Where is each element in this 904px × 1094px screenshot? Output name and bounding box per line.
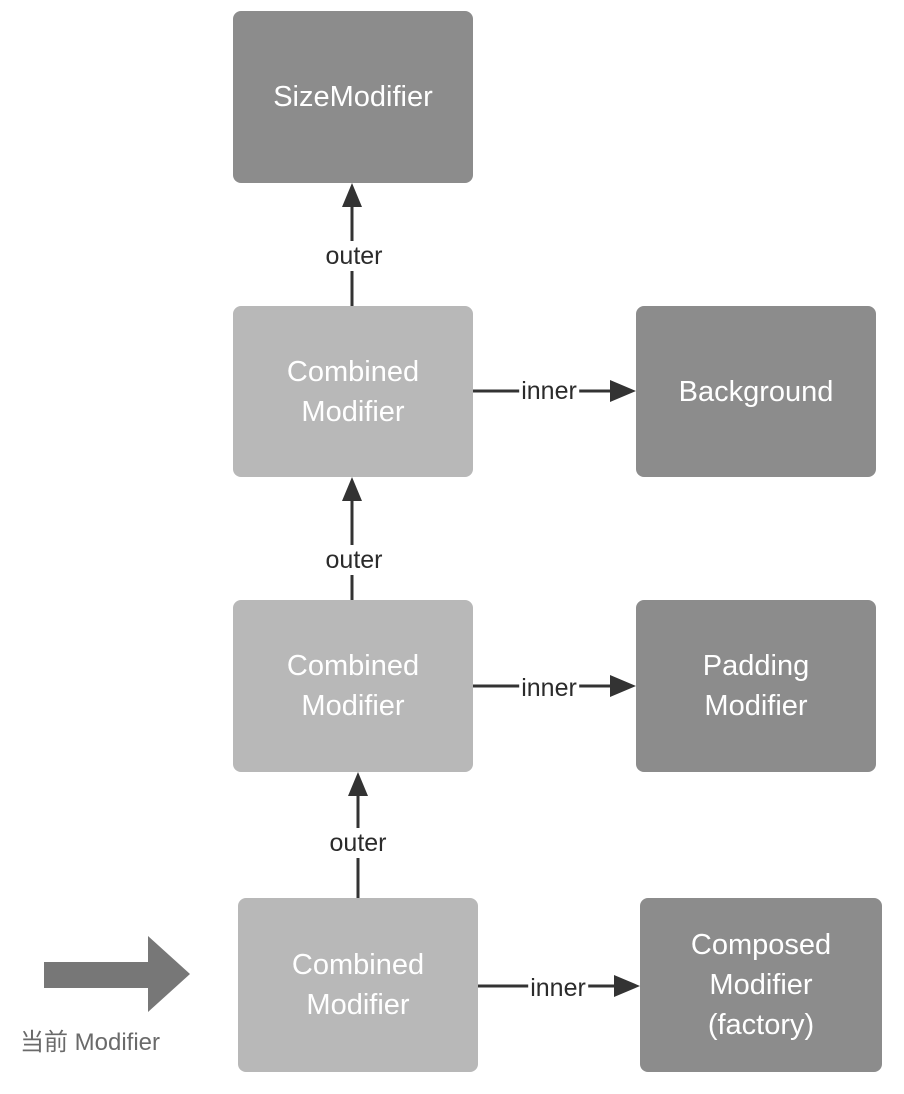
inner-arrow-bottom-head [614, 975, 640, 997]
outer-arrow-bottom-head [348, 772, 368, 796]
combined-modifier-bottom-box: Combined Modifier [238, 898, 478, 1072]
size-modifier-label: SizeModifier [273, 81, 433, 113]
outer-label-bottom: outer [327, 828, 389, 858]
background-box: Background [636, 306, 876, 477]
combined-modifier-bottom-label: Combined Modifier [291, 949, 425, 1021]
current-modifier-label: 当前 Modifier [20, 1029, 161, 1056]
inner-label-middle: inner [519, 673, 579, 703]
combined-modifier-top-box: Combined Modifier [233, 306, 473, 477]
combined-modifier-middle-box: Combined Modifier [233, 600, 473, 772]
inner-label-top: inner [519, 376, 579, 406]
composed-modifier-box: Composed Modifier (factory) [640, 898, 882, 1072]
current-pointer-arrow [44, 936, 190, 1012]
padding-modifier-box: Padding Modifier [636, 600, 876, 772]
inner-label-bottom: inner [528, 973, 588, 1003]
outer-label-top: outer [323, 241, 385, 271]
background-label: Background [678, 375, 834, 408]
padding-modifier-label: Padding Modifier [702, 650, 810, 722]
composed-modifier-label: Composed Modifier (factory) [690, 929, 832, 1041]
combined-modifier-top-label: Combined Modifier [286, 355, 420, 428]
inner-arrow-middle-head [610, 675, 636, 697]
outer-arrow-top-head [342, 183, 362, 207]
combined-modifier-middle-label: Combined Modifier [286, 650, 420, 722]
size-modifier-box: SizeModifier [233, 11, 473, 183]
outer-label-middle: outer [323, 545, 385, 575]
outer-arrow-middle-head [342, 477, 362, 501]
inner-arrow-top-head [610, 380, 636, 402]
